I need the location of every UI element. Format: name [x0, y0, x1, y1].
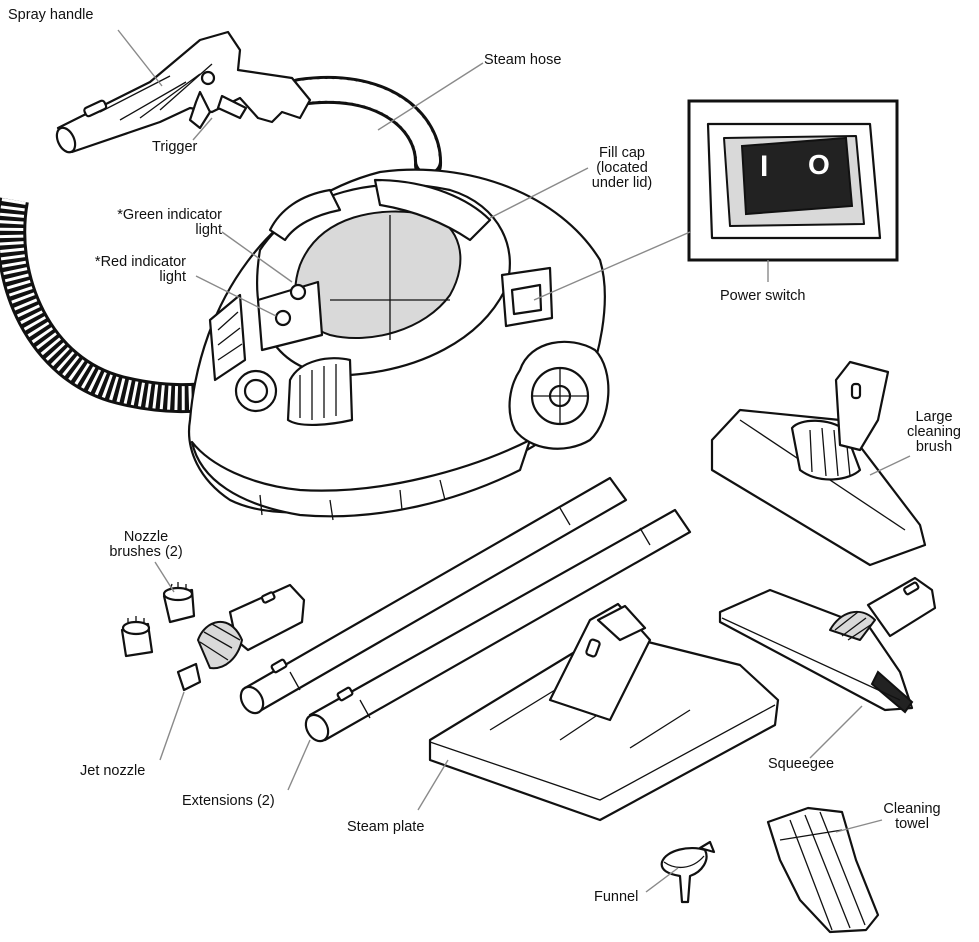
nozzle-brushes	[120, 582, 196, 658]
label-fill-cap: Fill cap (located under lid)	[584, 146, 660, 191]
jet-nozzle	[176, 583, 306, 692]
label-power-switch: Power switch	[720, 288, 806, 304]
label-green-indicator-line-1: *Green indicator	[117, 207, 222, 223]
label-large-brush-line-1: Large	[915, 409, 953, 425]
label-cleaning-towel-line-1: Cleaning	[883, 801, 941, 817]
switch-off-symbol: O	[808, 149, 830, 180]
label-nozzle-brushes-line-1: Nozzle	[123, 529, 169, 545]
label-red-indicator-line-2: light	[159, 269, 186, 285]
label-green-indicator-line-2: light	[195, 222, 222, 238]
label-trigger: Trigger	[152, 139, 198, 155]
label-fill-cap-line-1: Fill cap	[599, 145, 645, 161]
steam-plate	[428, 602, 780, 822]
squeegee	[718, 576, 937, 714]
switch-on-symbol: I	[760, 150, 769, 183]
cleaning-towel	[766, 806, 880, 934]
label-steam-plate: Steam plate	[347, 819, 425, 835]
label-cleaning-towel: Cleaning towel	[872, 802, 952, 832]
label-jet-nozzle: Jet nozzle	[80, 763, 146, 779]
label-spray-handle: Spray handle	[8, 7, 94, 23]
extension-tubes	[239, 476, 692, 743]
label-red-indicator-line-1: *Red indicator	[94, 254, 186, 270]
spray-handle	[55, 30, 312, 154]
large-cleaning-brush	[710, 360, 927, 567]
leader-lines	[117, 29, 911, 893]
steam-cleaner-body	[188, 168, 610, 521]
label-green-indicator-light: *Green indicator light	[90, 208, 222, 238]
label-funnel: Funnel	[594, 889, 639, 905]
label-squeegee: Squeegee	[768, 756, 835, 772]
label-extensions: Extensions (2)	[182, 793, 275, 809]
label-steam-hose: Steam hose	[484, 52, 562, 68]
label-large-brush-line-3: brush	[915, 439, 953, 455]
label-large-brush-line-2: cleaning	[906, 424, 961, 440]
label-red-indicator-light: *Red indicator light	[70, 255, 186, 285]
label-large-cleaning-brush: Large cleaning brush	[896, 410, 972, 455]
label-nozzle-brushes: Nozzle brushes (2)	[100, 530, 192, 560]
power-switch-inset	[687, 99, 899, 282]
steam-hose	[0, 75, 442, 414]
label-fill-cap-line-3: under lid)	[591, 175, 653, 191]
funnel	[660, 840, 716, 904]
label-fill-cap-line-2: (located	[596, 160, 648, 176]
label-nozzle-brushes-line-2: brushes (2)	[109, 544, 183, 560]
label-cleaning-towel-line-2: towel	[895, 816, 929, 832]
